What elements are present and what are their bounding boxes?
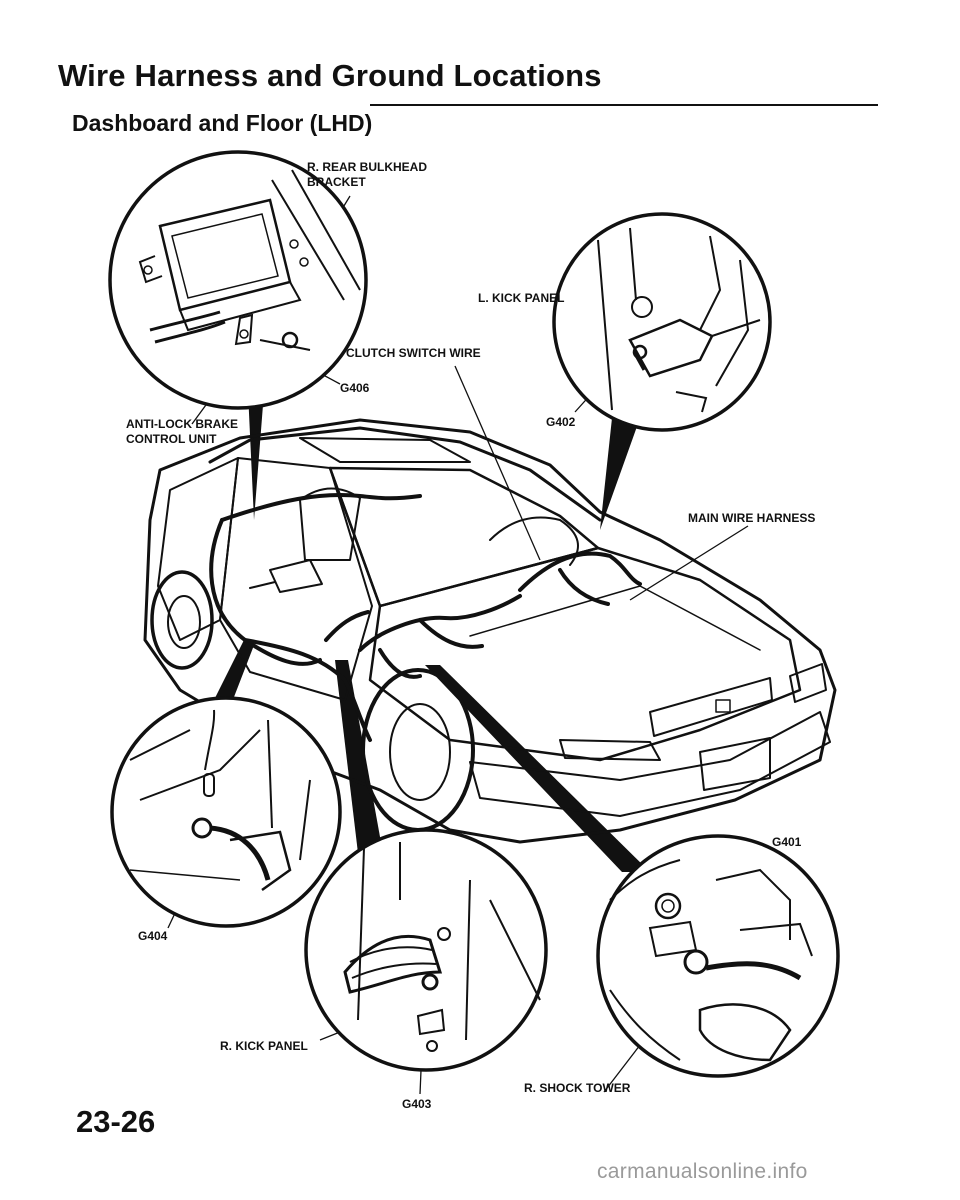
header-rule — [370, 104, 878, 106]
roof-line — [208, 426, 602, 522]
label-g404: G404 — [138, 929, 168, 943]
rear-wheel-hub — [167, 595, 201, 649]
callout-labels: R. REAR BULKHEAD BRACKET L. KICK PANEL C… — [126, 160, 815, 1111]
detail-circle-anti-lock — [108, 150, 368, 410]
seat-back — [299, 487, 361, 561]
page-number: 23-26 — [76, 1104, 156, 1139]
roof-sunroof — [299, 437, 471, 463]
label-g402: G402 — [546, 415, 576, 429]
grille-emblem — [715, 699, 731, 713]
wedge-g401 — [425, 665, 650, 872]
page-subtitle: Dashboard and Floor (LHD) — [72, 110, 373, 136]
hood-crease — [469, 585, 761, 651]
label-r-rear-bulkhead-2: BRACKET — [307, 175, 366, 189]
headlight-left — [789, 663, 827, 703]
label-main-wire-harness: MAIN WIRE HARNESS — [688, 511, 815, 525]
label-r-rear-bulkhead-1: R. REAR BULKHEAD — [307, 160, 427, 174]
wire-harness — [209, 493, 642, 742]
wedge-l-kick — [600, 418, 640, 530]
front-wheel — [361, 668, 475, 832]
page-title: Wire Harness and Ground Locations — [58, 58, 602, 93]
g402-connector — [628, 318, 714, 378]
grille — [649, 677, 773, 737]
label-r-kick-panel: R. KICK PANEL — [220, 1039, 308, 1053]
callout-wedges — [200, 392, 650, 872]
license-plate — [699, 737, 771, 791]
label-anti-lock-2: CONTROL UNIT — [126, 432, 217, 446]
detail-circle-g403 — [304, 828, 548, 1072]
label-g403: G403 — [402, 1097, 432, 1111]
g403-harness — [343, 934, 443, 994]
label-clutch-switch-wire: CLUTCH SWITCH WIRE — [346, 346, 481, 360]
detail-circle-l-kick-panel — [552, 212, 772, 432]
door-handle — [249, 581, 276, 589]
hood — [368, 546, 802, 762]
label-anti-lock-1: ANTI-LOCK BRAKE — [126, 417, 238, 431]
label-r-shock-tower: R. SHOCK TOWER — [524, 1081, 631, 1095]
wedge-anti-lock — [248, 392, 264, 520]
watermark: carmanualsonline.info — [597, 1160, 808, 1183]
rear-wheel — [150, 570, 214, 670]
detail-circle-g401 — [596, 834, 840, 1078]
label-g406: G406 — [340, 381, 370, 395]
detail-circle-g404 — [110, 696, 342, 928]
wedge-g403 — [335, 660, 386, 870]
label-g401: G401 — [772, 835, 802, 849]
front-wheel-hub — [389, 703, 451, 801]
front-bumper — [469, 711, 831, 817]
steering-wheel — [489, 516, 579, 566]
g401-bolt — [683, 949, 709, 975]
side-mirror — [269, 559, 323, 593]
headlight-right — [559, 739, 661, 761]
label-l-kick-panel: L. KICK PANEL — [478, 291, 564, 305]
a-pillar — [328, 466, 382, 608]
g403-bolt — [421, 973, 439, 991]
